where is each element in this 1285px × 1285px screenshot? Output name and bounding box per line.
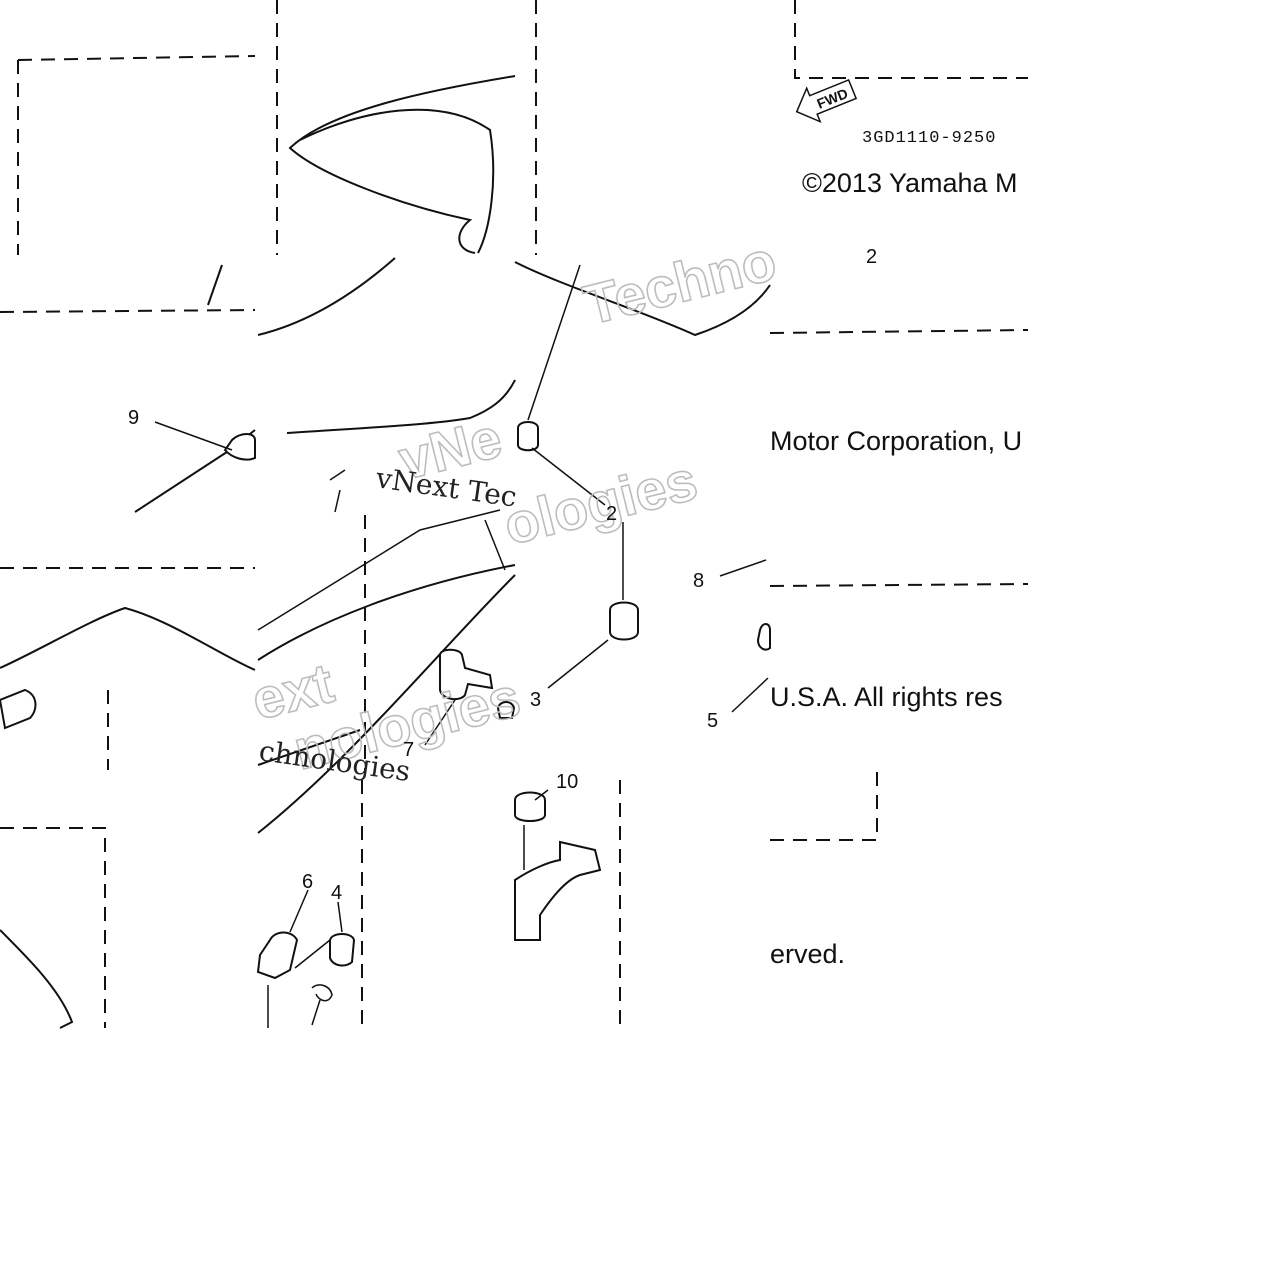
callout-9: 9	[128, 407, 139, 429]
body-panel-outlines	[0, 75, 771, 1029]
callout-10: 10	[556, 771, 578, 793]
callout-6: 6	[302, 871, 313, 893]
callout-5: 5	[707, 710, 718, 732]
component-parts	[0, 421, 771, 1002]
watermark-ologies: ologies	[498, 448, 703, 557]
fwd-arrow: FWD	[795, 78, 858, 124]
dashed-frame-lines	[0, 0, 1029, 1028]
copyright-line-1: ©2013 Yamaha M	[802, 168, 1018, 198]
callout-2: 2	[606, 503, 617, 525]
part-number: 3GD1110-9250	[862, 129, 996, 148]
leader-lines	[154, 264, 769, 1028]
copyright-line-4: erved.	[770, 939, 845, 969]
callout-4: 4	[331, 882, 342, 904]
copyright-line-3: U.S.A. All rights res	[770, 682, 1003, 712]
callout-numbers: 2 9 2 8 3 5 7 10 6 4	[128, 246, 877, 904]
callout-2-top: 2	[866, 246, 877, 268]
callout-8: 8	[693, 570, 704, 592]
copyright-line-2: Motor Corporation, U	[770, 426, 1022, 456]
watermark-techno: Techno	[578, 228, 782, 336]
callout-7: 7	[403, 739, 414, 761]
callout-3: 3	[530, 689, 541, 711]
